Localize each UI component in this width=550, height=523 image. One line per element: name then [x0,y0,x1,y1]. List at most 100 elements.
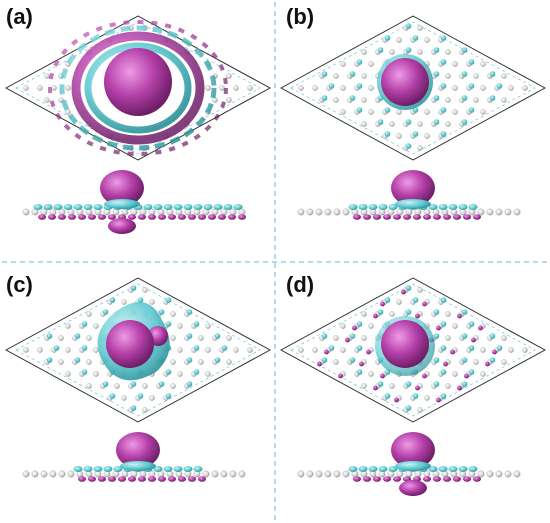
depletion-lobe [468,107,475,113]
carbon-atom [396,299,402,305]
carbon-atom [508,347,514,353]
depletion-lobe [130,285,137,291]
carbon-atom [312,85,318,91]
carbon-atom [333,335,339,341]
depletion-lobe [356,369,363,375]
side-depletion-lobe [458,204,468,210]
side-depletion-lobe [43,204,53,210]
depletion-lobe [186,309,193,315]
depletion-lobe [165,393,172,399]
depletion-lobe [468,83,475,89]
depletion-lobe [356,107,363,113]
side-depletion-lobe [378,204,388,210]
side-depletion-lobe [193,204,203,210]
accumulation-lobe [443,361,448,367]
accumulation-lobe [338,373,343,379]
side-accumulation-lobe [393,476,401,482]
carbon-atom [522,347,528,353]
carbon-atom [198,335,204,341]
side-depletion-lobe [348,204,358,210]
depletion-lobe [440,345,447,351]
depletion-lobe [405,47,412,53]
depletion-lobe [321,95,328,101]
carbon-atom [368,371,374,377]
side-carbon-atom [229,470,237,478]
side-carbon-atom [513,208,521,216]
depletion-lobe [349,333,356,339]
carbon-atom [389,49,395,55]
side-depletion-lobe [395,461,431,471]
carbon-atom [361,311,367,317]
side-depletion-lobe [73,204,83,210]
carbon-atom [368,61,374,67]
carbon-atom [121,395,127,401]
carbon-atom [452,85,458,91]
accumulation-lobe [317,361,322,367]
side-accumulation-lobe [399,480,427,496]
side-carbon-atom [31,470,39,478]
inner-cell-outline [15,283,261,417]
depletion-lobe [109,297,116,303]
side-accumulation-lobe [38,214,46,220]
depletion-lobe [193,369,200,375]
carbon-atom [247,347,253,353]
depletion-lobe [412,297,419,303]
carbon-atom [65,109,71,115]
depletion-lobe [165,321,172,327]
depletion-lobe [221,345,228,351]
side-depletion-lobe [395,199,431,209]
carbon-atom [445,73,451,79]
side-accumulation-lobe [158,214,166,220]
carbon-atom [226,359,232,365]
side-accumulation-lobe [403,214,411,220]
carbon-atom [23,347,29,353]
supercell-outline [280,15,546,161]
side-accumulation-lobe [423,476,431,482]
depletion-lobe [384,393,391,399]
carbon-atom [333,73,339,79]
side-depletion-lobe [358,204,368,210]
depletion-lobe [214,333,221,339]
side-depletion-lobe [153,204,163,210]
inner-cell-outline [290,21,536,155]
adatom-sphere [106,320,154,368]
panel-b [280,15,546,220]
side-depletion-lobe [388,204,398,210]
depletion-lobe [53,345,60,351]
side-accumulation-lobe [48,214,56,220]
carbon-atom [424,395,430,401]
carbon-atom [522,85,528,91]
side-carbon-atom [315,470,323,478]
depletion-lobe [489,95,496,101]
accumulation-lobe [422,373,427,379]
depletion-lobe [349,71,356,77]
depletion-lobe [405,381,412,387]
depletion-lobe [377,381,384,387]
side-accumulation-lobe [443,214,451,220]
carbon-atom [340,85,346,91]
carbon-atom [361,49,367,55]
carbon-atom [142,407,148,413]
carbon-atom [51,85,57,91]
carbon-atom [480,347,486,353]
carbon-atom [121,299,127,305]
side-accumulation-lobe [363,214,371,220]
side-accumulation-lobe [168,214,176,220]
accumulation-lobe [436,325,441,331]
carbon-atom [445,49,451,55]
side-accumulation-lobe [148,214,156,220]
depletion-lobe [461,333,468,339]
depletion-lobe [405,405,412,411]
carbon-atom [226,97,232,103]
depletion-lobe [468,321,475,327]
depletion-lobe [433,357,440,363]
side-depletion-lobe [120,461,156,471]
side-adatom [116,432,160,468]
depletion-lobe [384,107,391,113]
side-depletion-lobe [428,466,438,472]
carbon-atom [501,335,507,341]
side-accumulation-lobe [108,218,136,234]
accumulation-lobe [450,349,455,355]
side-carbon-atom [486,470,494,478]
carbon-atom [114,383,120,389]
